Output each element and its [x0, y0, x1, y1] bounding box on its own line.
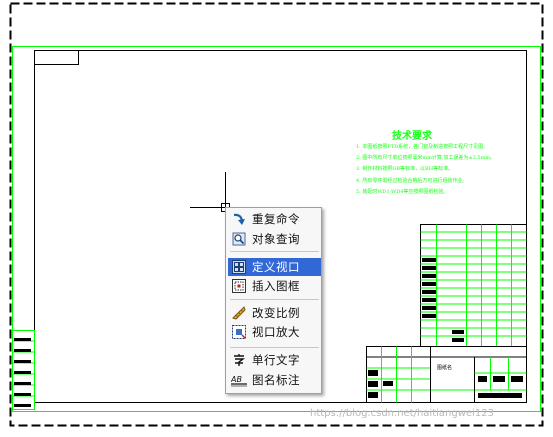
- menu-item-label: 重复命令: [252, 212, 300, 226]
- tech-line-3: 3. 制作材料按照GB等标准，以BH等标准。: [356, 166, 454, 172]
- menu-item-label: 视口放大: [252, 325, 300, 339]
- menu-item-label: 图名标注: [252, 373, 300, 387]
- tech-line-1: 1. 本图纸按照FTD系统，各门窗及制造按照工程尺寸见图。: [356, 144, 489, 150]
- title-block-name: 图纸名: [437, 365, 453, 371]
- menu-item-label: 对象查询: [252, 232, 300, 246]
- paper-dashed-border: [9, 2, 544, 427]
- menu-separator: [230, 347, 319, 348]
- menu-item-insert-frame[interactable]: 插入图框: [228, 277, 321, 295]
- menu-separator: [230, 299, 319, 300]
- watermark-url: https://blog.csdn.net/haitiangwei123: [310, 408, 494, 419]
- tech-line-4: 4. 所有零件需经过检验合格后方可进行组装作业。: [356, 178, 468, 184]
- green-outer-frame: [12, 46, 541, 412]
- menu-item-object-query[interactable]: 对象查询: [228, 230, 321, 248]
- scale-ruler-icon: [231, 305, 247, 321]
- insert-frame-icon: [231, 278, 247, 294]
- menu-item-repeat-command[interactable]: 重复命令: [228, 210, 321, 228]
- query-magnifier-icon: [231, 231, 247, 247]
- menu-item-single-line-text[interactable]: 单行文字: [228, 351, 321, 369]
- svg-text:AB: AB: [231, 375, 242, 384]
- menu-item-viewport-zoom[interactable]: 视口放大: [228, 323, 321, 341]
- title-block: [366, 346, 527, 403]
- tech-line-5: 5. 装配时WD1-WD4等应按照图纸检验。: [356, 189, 449, 195]
- viewport-zoom-icon: [231, 324, 247, 340]
- left-binding-strip: [12, 330, 35, 410]
- menu-separator: [230, 251, 319, 252]
- context-menu: 重复命令 对象查询 定义视口 插入图框 改变比例 视口放大: [225, 207, 322, 394]
- viewport-grid-icon: [231, 259, 247, 275]
- menu-item-drawing-name-label[interactable]: AB 图名标注: [228, 371, 321, 389]
- tech-requirements-title: 技术要求: [392, 131, 432, 142]
- tech-line-2: 2. 图中所有尺寸单位按照毫米mm计算,加工误差为±2.5mm。: [356, 155, 496, 161]
- repeat-arrow-icon: [231, 211, 247, 227]
- top-left-label-box: [34, 50, 79, 65]
- menu-item-label: 插入图框: [252, 279, 300, 293]
- menu-item-change-scale[interactable]: 改变比例: [228, 304, 321, 322]
- menu-item-label: 改变比例: [252, 306, 300, 320]
- menu-item-label: 定义视口: [252, 260, 300, 274]
- menu-item-label: 单行文字: [252, 353, 300, 367]
- text-glyph-icon: [231, 352, 247, 368]
- drawing-name-icon: AB: [231, 372, 247, 388]
- revision-table: [420, 224, 527, 347]
- menu-item-define-viewport[interactable]: 定义视口: [228, 258, 321, 276]
